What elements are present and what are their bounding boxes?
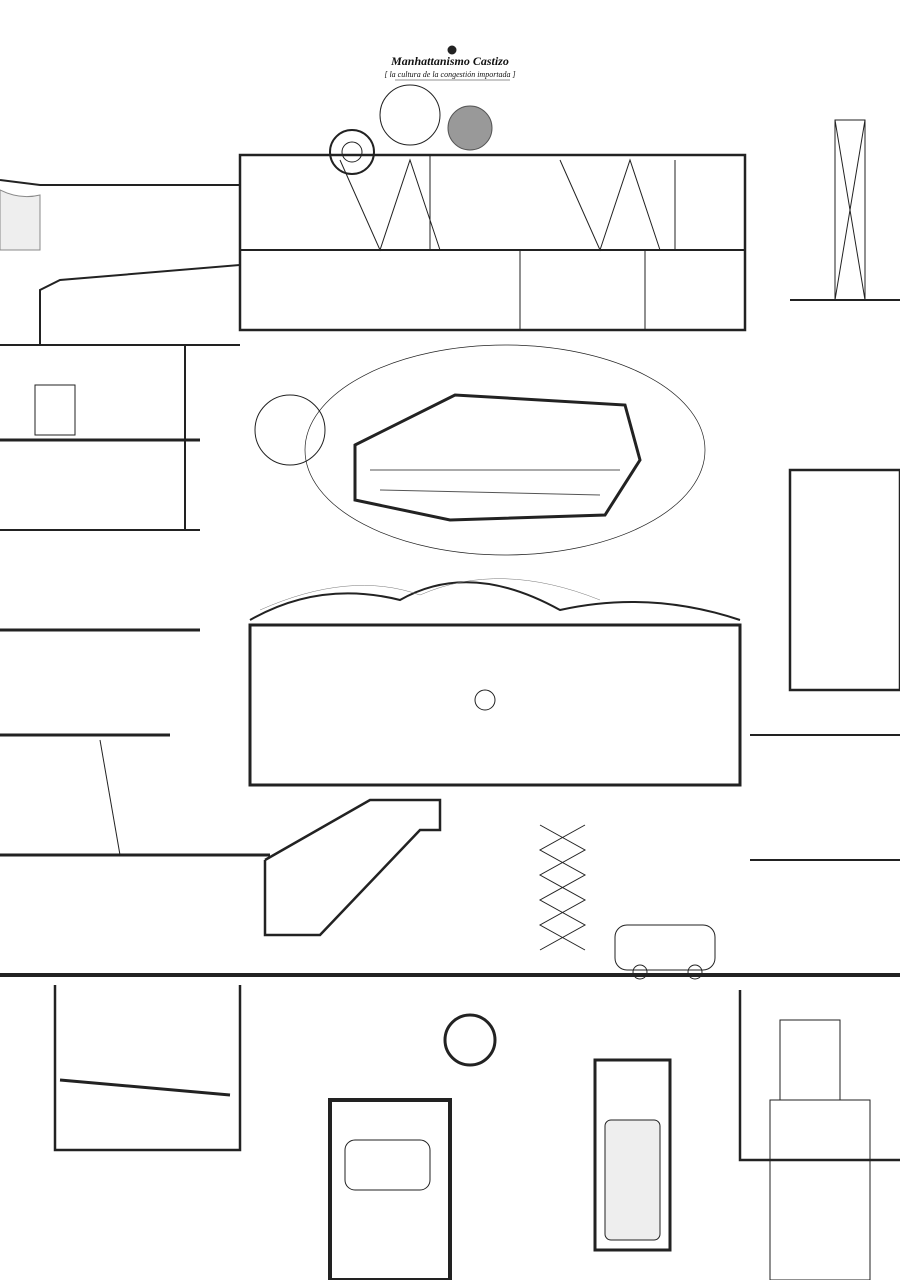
left-apartments [0,344,270,857]
scissor-lift [538,824,587,951]
title-emblem [447,45,457,55]
upper-building [238,84,747,332]
van [614,924,716,980]
drawing-title: Manhattanismo Castizo [391,54,509,68]
tree-pod [254,394,326,466]
diagonal-stair [263,798,442,937]
left-ramp [0,179,241,346]
drawing-subtitle: [ la cultura de la congestión importada … [384,70,516,79]
main-hall [248,578,742,787]
right-tower [750,119,900,861]
theatre-pod [304,344,706,556]
basement [53,985,900,1280]
